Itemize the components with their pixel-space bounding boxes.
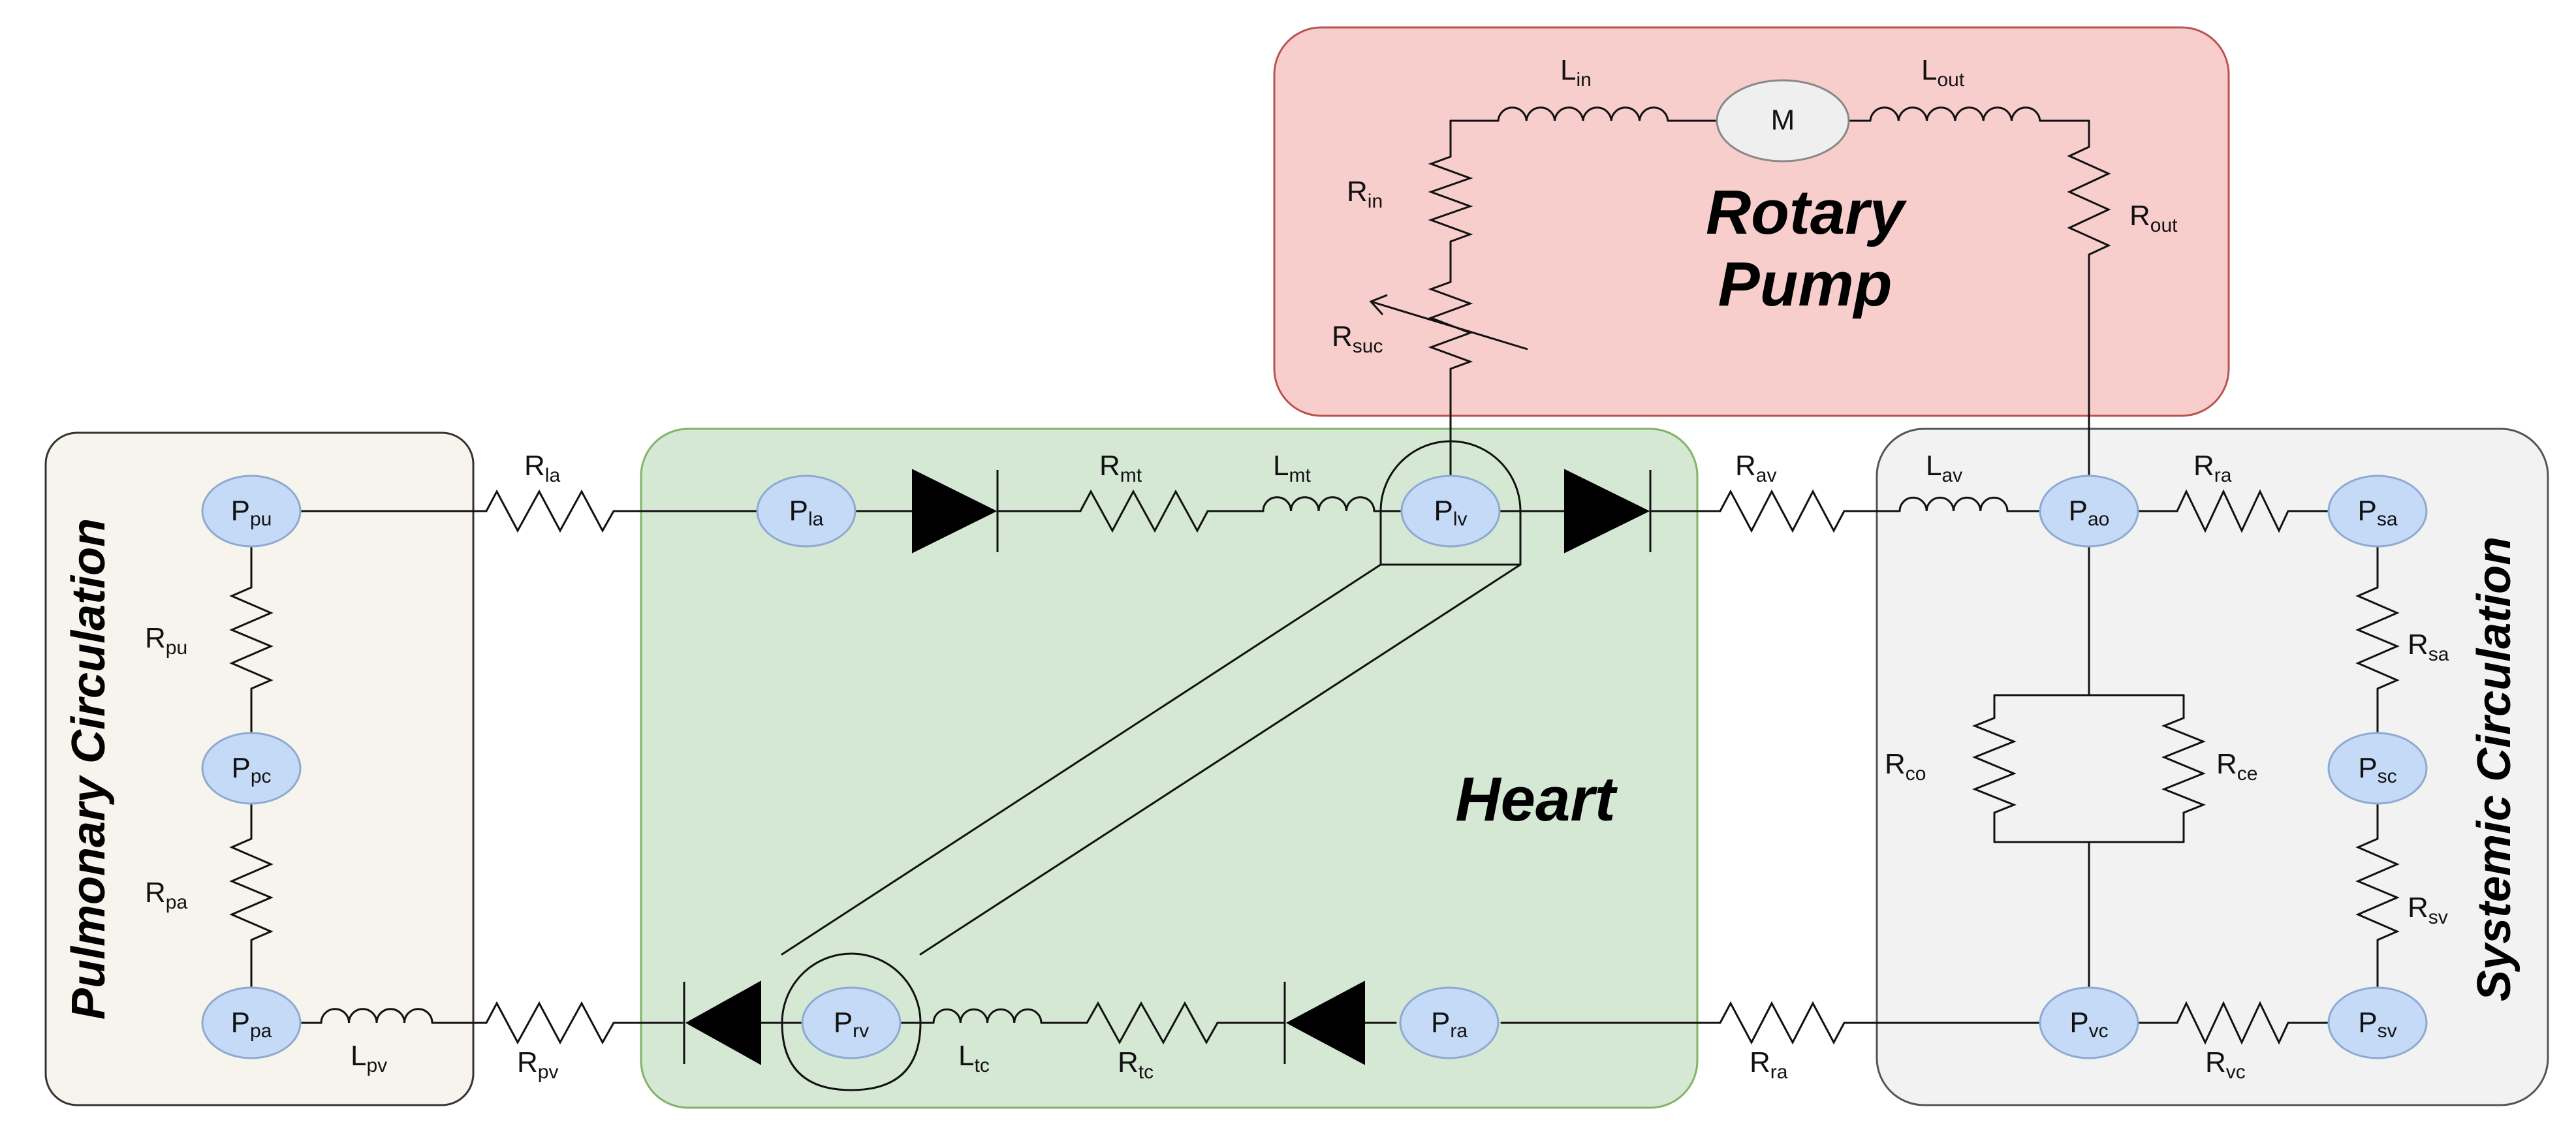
resistor-rpu — [229, 586, 274, 690]
mitral-valve-diode — [912, 469, 999, 554]
svg-text:Psc: Psc — [2358, 752, 2396, 787]
heart-title: Heart — [1455, 764, 1618, 834]
motor-node: M — [1716, 79, 1850, 163]
node-ppu: Ppu — [201, 475, 302, 548]
resistor-rav — [1719, 489, 1846, 533]
node-psv: Psv — [2327, 986, 2428, 1059]
label-rav: Rav — [1735, 450, 1776, 486]
resistor-rla — [485, 489, 615, 533]
inductor-lout — [1869, 106, 2041, 121]
node-plv: Plv — [1400, 475, 1501, 548]
node-psa: Psa — [2327, 475, 2428, 548]
pulmonary-title: Pulmonary Circulation — [63, 518, 115, 1020]
label-ltc: Ltc — [958, 1040, 990, 1076]
label-lav: Lav — [1926, 450, 1962, 486]
tricuspid-valve-diode — [1283, 980, 1365, 1065]
pump-title-line1: Rotary — [1706, 178, 1908, 247]
wires — [250, 119, 2379, 1091]
resistor-rtc — [1086, 1001, 1219, 1045]
label-rco: Rco — [1885, 748, 1926, 785]
resistor-rvc — [2176, 1001, 2289, 1045]
label-rpu: Rpu — [145, 622, 187, 659]
resistor-rco — [1971, 717, 2017, 814]
systemic-title: Systemic Circulation — [2468, 537, 2521, 1001]
pulmonary-valve-diode — [683, 980, 761, 1065]
svg-text:Pao: Pao — [2069, 495, 2110, 530]
node-psc: Psc — [2327, 732, 2428, 805]
svg-text:Ppu: Ppu — [231, 495, 272, 530]
inductor-lin — [1497, 106, 1669, 121]
label-rsuc: Rsuc — [1332, 320, 1383, 357]
systemic-region — [1876, 428, 2549, 1106]
svg-text:Psv: Psv — [2358, 1007, 2396, 1042]
svg-text:Pra: Pra — [1431, 1007, 1468, 1042]
label-rce: Rce — [2216, 748, 2257, 785]
variable-arrow-rsuc — [1369, 294, 1528, 351]
label-rmt: Rmt — [1099, 450, 1142, 486]
resistor-rin — [1428, 155, 1473, 243]
aortic-valve-diode — [1564, 469, 1652, 554]
node-prv: Prv — [801, 986, 902, 1059]
svg-text:Ppa: Ppa — [231, 1007, 272, 1042]
label-rin: Rin — [1347, 176, 1383, 212]
heart-region — [640, 428, 1699, 1109]
svg-text:Pvc: Pvc — [2069, 1007, 2108, 1042]
label-rla: Rla — [524, 450, 560, 486]
resistor-rra-bottom — [1719, 1001, 1846, 1045]
label-rvc: Rvc — [2205, 1046, 2246, 1083]
svg-text:Ppc: Ppc — [231, 752, 271, 787]
rotary-pump-region — [1273, 26, 2230, 417]
svg-text:Plv: Plv — [1434, 495, 1467, 530]
label-rpa: Rpa — [145, 877, 187, 913]
label-rpv: Rpv — [517, 1046, 558, 1083]
inductor-ltc — [932, 1008, 1043, 1024]
resistor-rce — [2161, 717, 2207, 814]
label-lin: Lin — [1560, 54, 1592, 91]
resistor-rsv — [2355, 837, 2400, 941]
svg-text:Psa: Psa — [2357, 495, 2397, 530]
node-pla: Pla — [756, 475, 856, 548]
resistor-rout — [2067, 146, 2111, 256]
inductor-lmt — [1262, 496, 1375, 512]
node-ppc: Ppc — [201, 732, 302, 805]
label-rsv: Rsv — [2408, 892, 2448, 928]
resistor-rpv — [485, 1001, 615, 1045]
label-rra-bottom: Rra — [1750, 1046, 1788, 1083]
node-pao: Pao — [2039, 475, 2139, 548]
svg-text:Prv: Prv — [834, 1007, 869, 1042]
label-rsa: Rsa — [2408, 629, 2449, 665]
pump-title-line2: Pump — [1718, 249, 1893, 319]
inductor-lpv — [320, 1008, 433, 1024]
label-rra-top: Rra — [2193, 450, 2232, 486]
label-lmt: Lmt — [1273, 450, 1311, 486]
inductor-lav — [1898, 496, 2009, 512]
node-pra: Pra — [1399, 986, 1500, 1059]
resistor-rmt — [1079, 489, 1209, 533]
resistor-rpa — [229, 837, 274, 941]
svg-text:M: M — [1771, 104, 1795, 136]
label-lpv: Lpv — [351, 1040, 387, 1076]
label-rout: Rout — [2129, 200, 2178, 236]
svg-text:Pla: Pla — [789, 495, 824, 530]
label-lout: Lout — [1921, 54, 1965, 91]
label-rtc: Rtc — [1118, 1046, 1154, 1083]
node-pvc: Pvc — [2039, 986, 2139, 1059]
resistor-rra-top — [2176, 489, 2289, 533]
node-ppa: Ppa — [201, 986, 302, 1059]
resistor-rsa — [2355, 586, 2400, 690]
